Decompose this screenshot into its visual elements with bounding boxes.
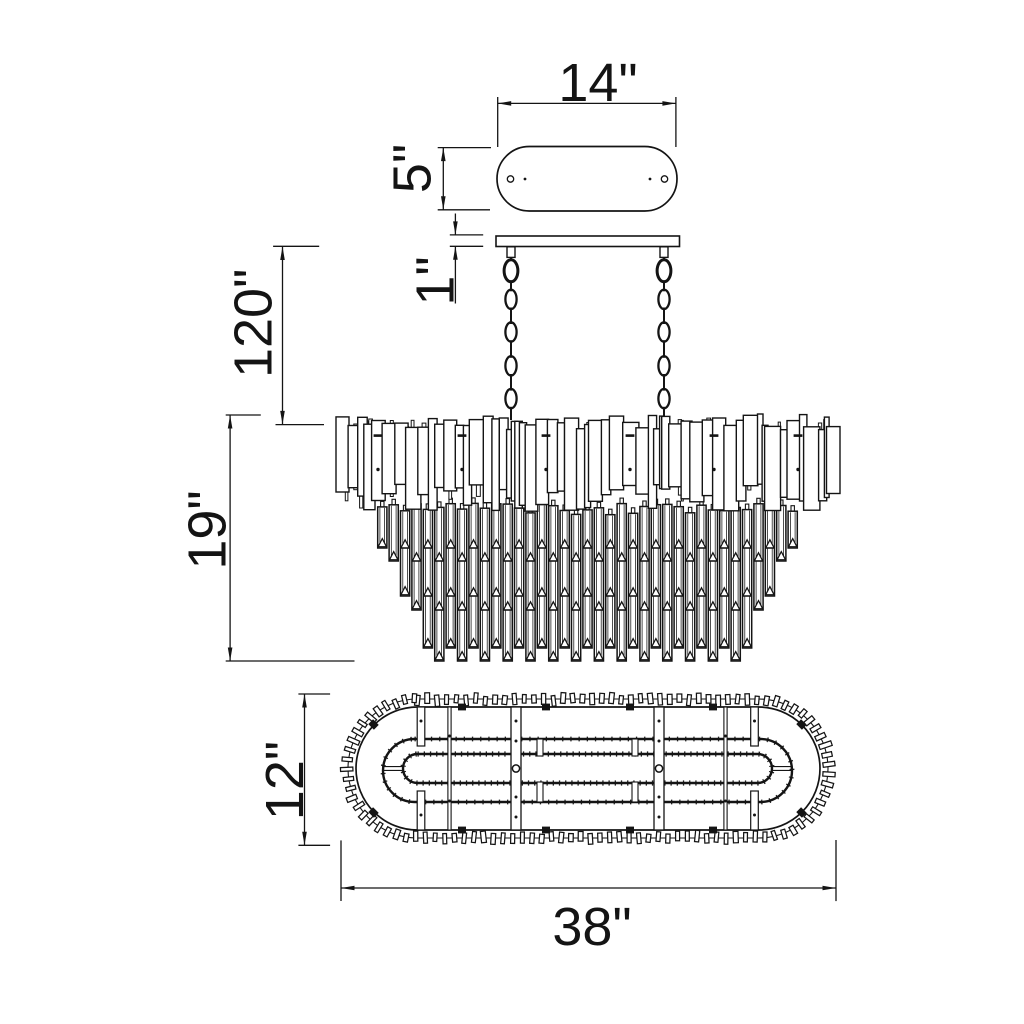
svg-text:19": 19"	[178, 490, 238, 569]
svg-text:120": 120"	[224, 269, 284, 378]
svg-text:1": 1"	[406, 256, 466, 305]
svg-text:14": 14"	[558, 53, 637, 113]
svg-text:5": 5"	[383, 144, 443, 193]
svg-text:12": 12"	[255, 741, 315, 820]
svg-text:38": 38"	[552, 897, 631, 957]
